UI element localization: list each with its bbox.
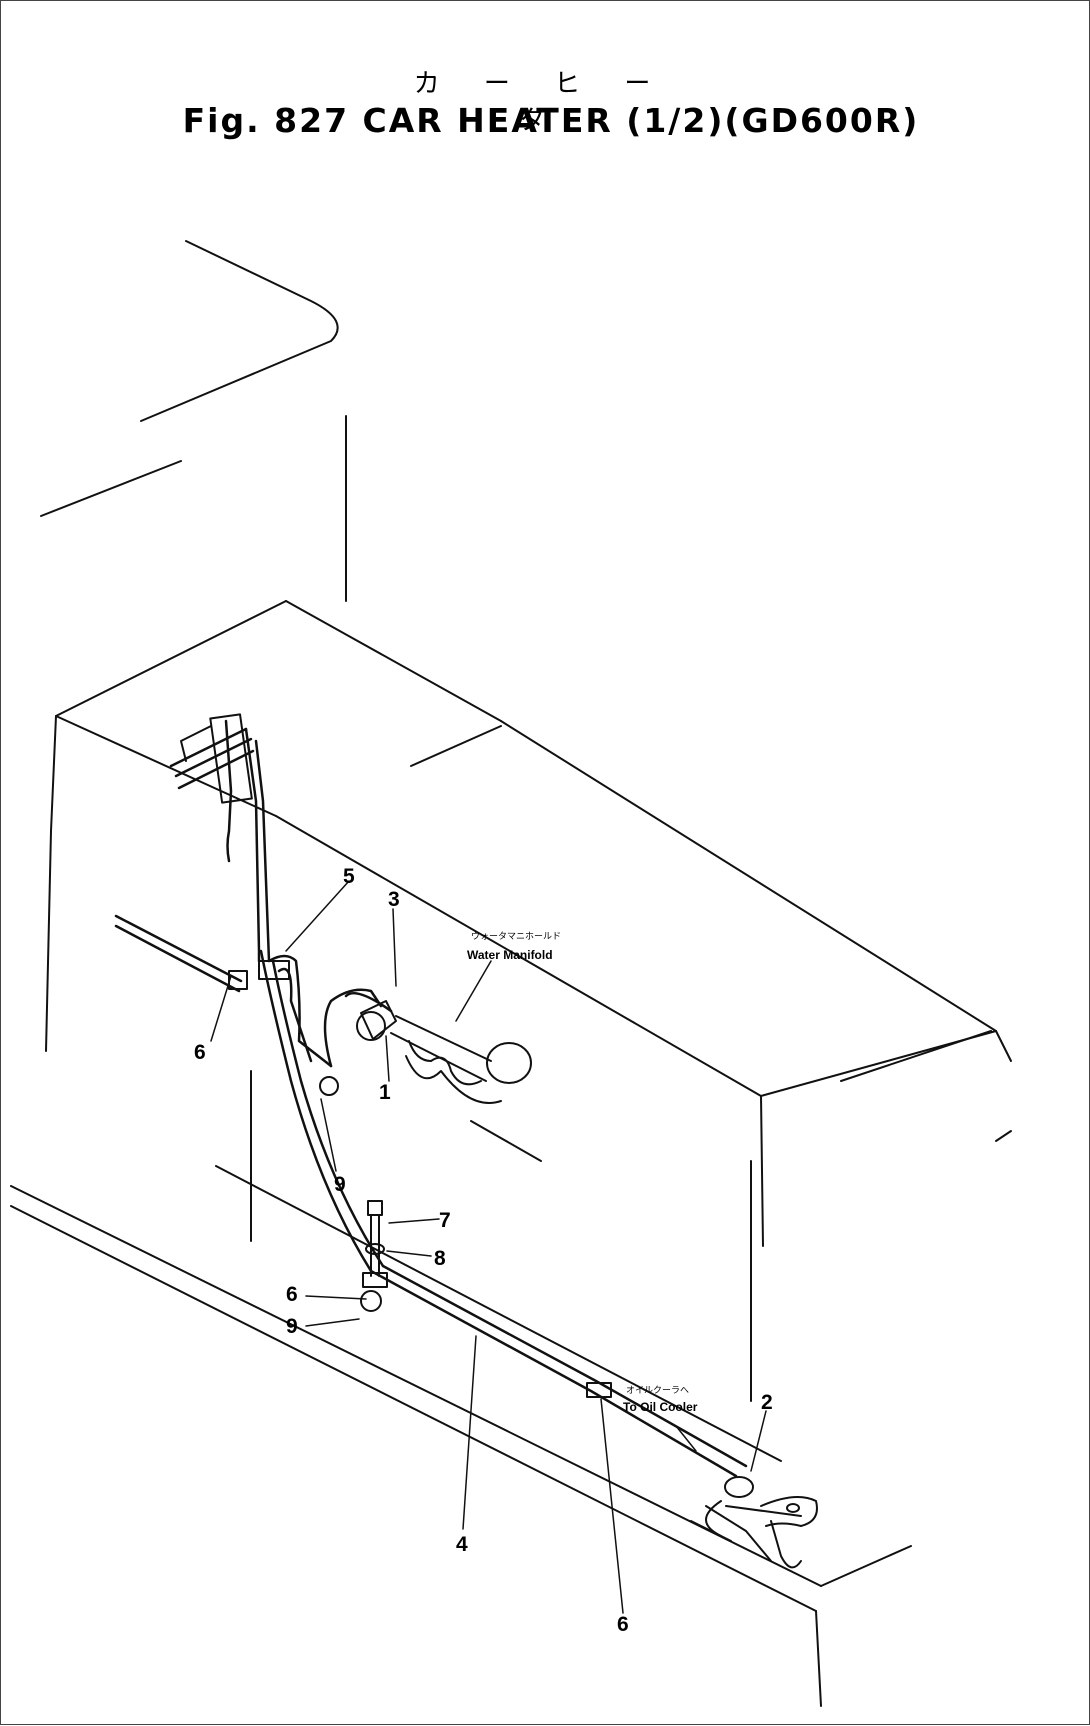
frame-rails	[10, 1070, 912, 1707]
annotations: ウォータマニホールド Water Manifold オイルクーラへ To Oil…	[467, 931, 698, 1414]
leader-lines	[210, 880, 767, 1614]
water-manifold	[356, 1000, 542, 1162]
callout-8: 8	[434, 1247, 446, 1270]
heater-pipe	[114, 719, 748, 1478]
oil-cooler-label-jp: オイルクーラへ	[626, 1385, 689, 1395]
callout-9-lower: 9	[286, 1315, 298, 1338]
callout-numbers: 5 3 6 1 9 7 8 6 9 2 4 6	[194, 865, 773, 1636]
callout-5: 5	[343, 865, 355, 888]
callout-7: 7	[439, 1209, 451, 1232]
engine-block	[45, 600, 1012, 1402]
callout-9-upper: 9	[334, 1173, 346, 1196]
oil-cooler-label: To Oil Cooler	[623, 1400, 698, 1414]
water-manifold-label-jp: ウォータマニホールド	[471, 931, 561, 941]
callout-1: 1	[379, 1081, 391, 1104]
callout-3: 3	[388, 888, 400, 911]
figure-title: Fig. 827 CAR HEATER (1/2)(GD600R)	[182, 101, 920, 140]
oil-cooler-connector	[690, 1476, 818, 1569]
bolt-7	[367, 1200, 383, 1277]
callout-2: 2	[761, 1391, 773, 1414]
water-manifold-label: Water Manifold	[467, 948, 553, 962]
callout-6-left: 6	[194, 1041, 206, 1064]
callout-6-middle: 6	[286, 1283, 298, 1306]
washer-8	[365, 1243, 385, 1255]
pipe-bracket	[180, 713, 253, 804]
figure-title-japanese: カ ー ヒ ー タ	[413, 69, 669, 136]
callout-4: 4	[456, 1533, 468, 1556]
cab-outline	[40, 240, 347, 602]
callout-6-bottom: 6	[617, 1613, 629, 1636]
